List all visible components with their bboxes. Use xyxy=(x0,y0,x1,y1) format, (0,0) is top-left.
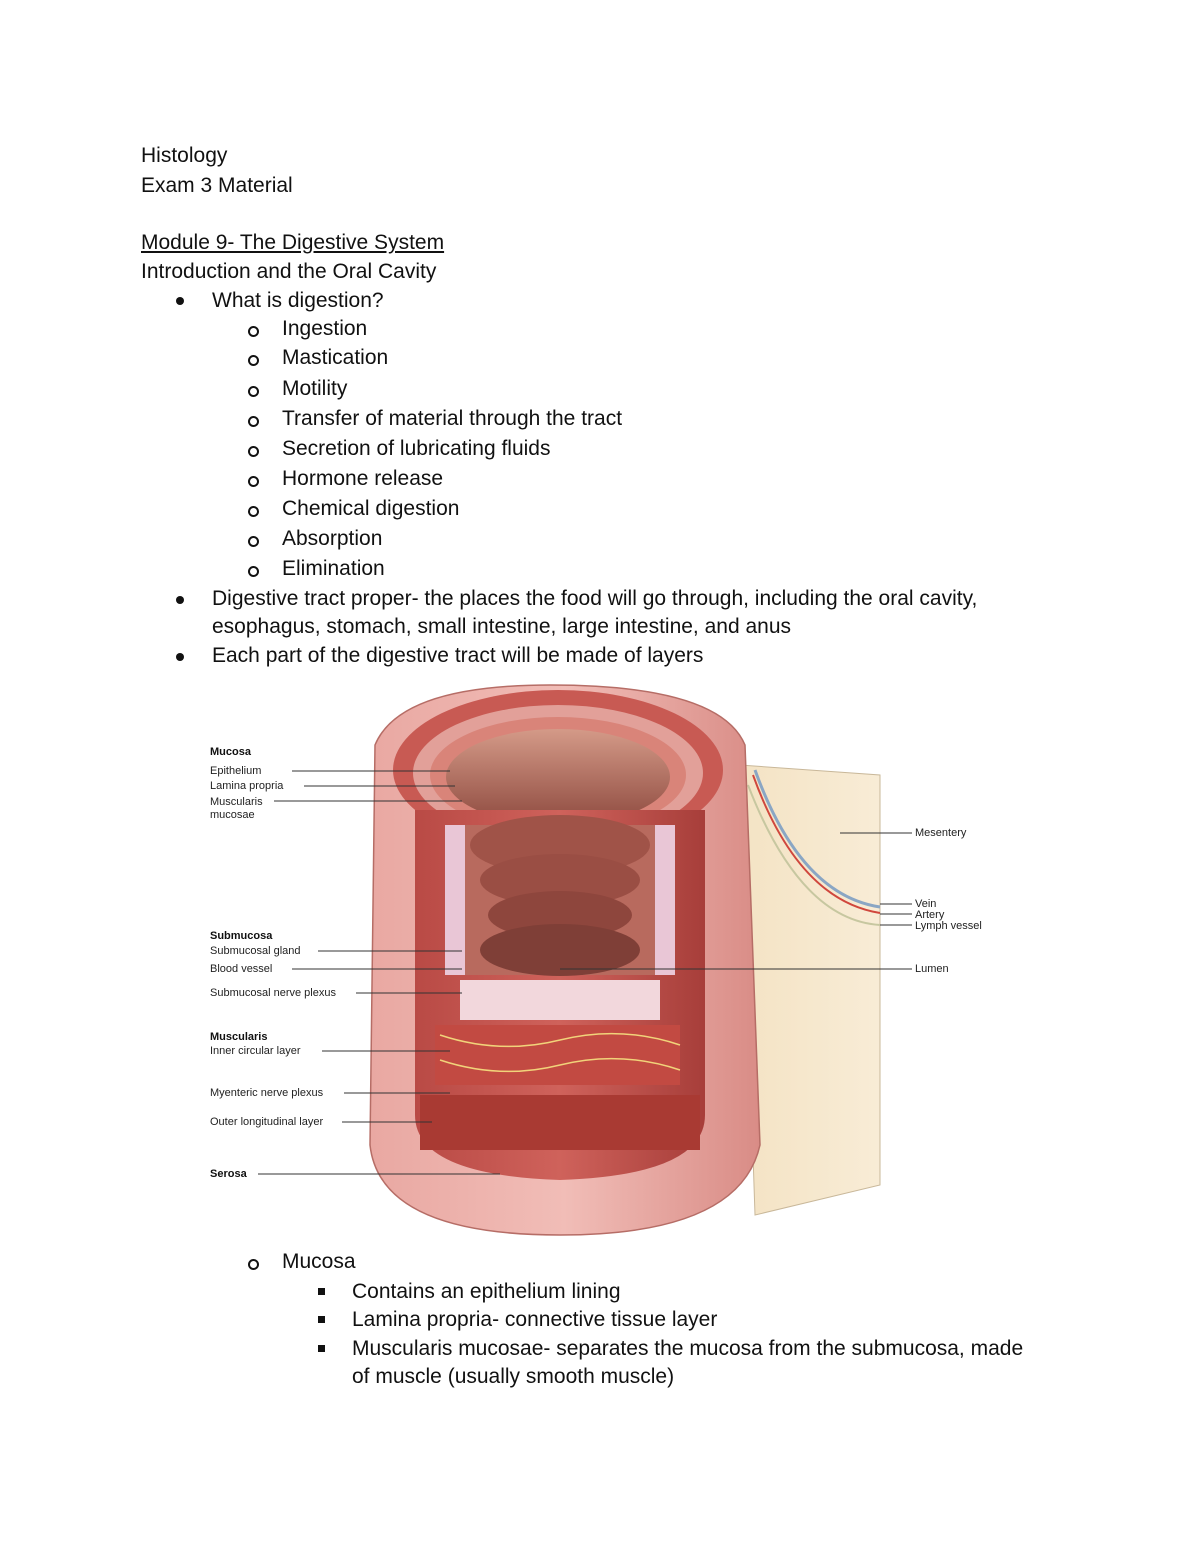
lumen-opening xyxy=(446,729,670,825)
submucosa-stripe xyxy=(460,980,660,1020)
label-serosa: Serosa xyxy=(210,1168,248,1180)
plica-fold xyxy=(480,924,640,976)
bullet-square-icon xyxy=(318,1345,325,1352)
list-item: Chemical digestion xyxy=(282,497,460,520)
label-lymph-vessel: Lymph vessel xyxy=(915,920,982,932)
label-artery: Artery xyxy=(915,909,945,921)
vein-shape xyxy=(753,769,881,909)
artery-shape xyxy=(752,774,881,914)
label-submucosal-nerve-plexus: Submucosal nerve plexus xyxy=(210,987,336,999)
list-item: Muscularis mucosae- separates the mucosa… xyxy=(352,1337,1024,1360)
bullet-dot-icon xyxy=(176,596,184,604)
list-item: Mastication xyxy=(282,346,389,369)
section-title: Introduction and the Oral Cavity xyxy=(141,260,437,283)
bullet-circle-icon xyxy=(248,326,259,337)
list-item: Motility xyxy=(282,377,348,400)
bullet-dot-icon xyxy=(176,653,184,661)
list-item: Elimination xyxy=(282,557,385,580)
outer-longitudinal-layer-shape xyxy=(420,1095,700,1150)
list-item-continuation: esophagus, stomach, small intestine, lar… xyxy=(212,615,792,638)
list-item: Contains an epithelium lining xyxy=(352,1280,621,1303)
bullet-circle-icon xyxy=(248,386,259,397)
lymph-vessel-shape xyxy=(747,784,881,926)
bullet-circle-icon xyxy=(248,476,259,487)
list-item: Absorption xyxy=(282,527,383,550)
module-title: Module 9- The Digestive System xyxy=(141,231,445,254)
plica-fold xyxy=(480,854,640,906)
list-item: What is digestion? xyxy=(212,289,384,312)
list-item: Ingestion xyxy=(282,317,368,340)
list-item: Lamina propria- connective tissue layer xyxy=(352,1308,718,1331)
list-item: Digestive tract proper- the places the f… xyxy=(212,587,978,610)
bullet-circle-icon xyxy=(248,566,259,577)
digestive-tract-layers-figure: Mucosa Epithelium Lamina propria Muscula… xyxy=(210,684,982,1236)
label-blood-vessel: Blood vessel xyxy=(210,963,272,975)
bullet-circle-icon xyxy=(248,506,259,517)
bullet-circle-icon xyxy=(248,536,259,547)
label-muscularis-mucosae-1: Muscularis xyxy=(210,796,263,808)
bullet-circle-icon xyxy=(248,1259,259,1270)
label-lamina-propria: Lamina propria xyxy=(210,780,284,792)
list-item: Mucosa xyxy=(282,1250,356,1273)
list-item: Secretion of lubricating fluids xyxy=(282,437,551,460)
list-item: Hormone release xyxy=(282,467,444,490)
bullet-circle-icon xyxy=(248,355,259,366)
bullet-square-icon xyxy=(318,1316,325,1323)
label-outer-longitudinal-layer: Outer longitudinal layer xyxy=(210,1116,323,1128)
list-item-continuation: of muscle (usually smooth muscle) xyxy=(352,1365,675,1388)
label-muscularis-head: Muscularis xyxy=(210,1031,267,1043)
label-epithelium: Epithelium xyxy=(210,765,261,777)
label-submucosa-head: Submucosa xyxy=(210,930,273,942)
label-mesentery: Mesentery xyxy=(915,827,967,839)
bullet-circle-icon xyxy=(248,446,259,457)
doc-subtitle: Exam 3 Material xyxy=(141,174,293,197)
label-lumen: Lumen xyxy=(915,963,949,975)
list-item: Transfer of material through the tract xyxy=(282,407,623,430)
label-muscularis-mucosae-2: mucosae xyxy=(210,809,255,821)
bullet-square-icon xyxy=(318,1288,325,1295)
doc-title: Histology xyxy=(141,144,228,167)
inner-circular-layer-shape xyxy=(435,1025,680,1085)
label-submucosal-gland: Submucosal gland xyxy=(210,945,301,957)
label-inner-circular-layer: Inner circular layer xyxy=(210,1045,301,1057)
label-myenteric-nerve-plexus: Myenteric nerve plexus xyxy=(210,1087,324,1099)
label-mucosa-head: Mucosa xyxy=(210,746,252,758)
bullet-dot-icon xyxy=(176,297,184,305)
label-vein: Vein xyxy=(915,898,936,910)
list-item: Each part of the digestive tract will be… xyxy=(212,644,704,667)
myenteric-plexus-shape xyxy=(439,1032,681,1073)
bullet-circle-icon xyxy=(248,416,259,427)
